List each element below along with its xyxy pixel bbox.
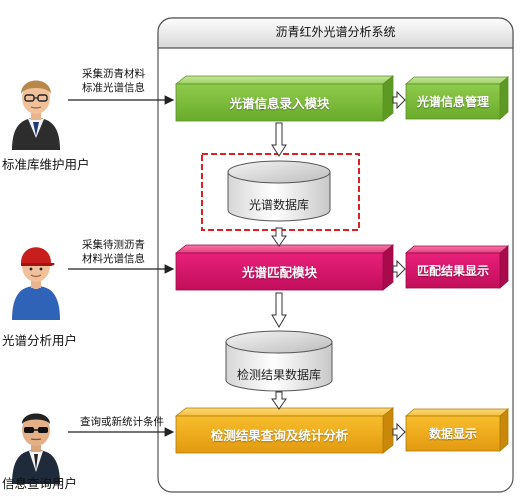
match-output-box bbox=[404, 245, 510, 289]
results-db-label: 检测结果数据库 bbox=[236, 368, 321, 382]
match-module-box bbox=[174, 244, 395, 291]
analyst-input-line1: 采集待测沥青 bbox=[82, 239, 145, 251]
spectrum-db-label: 光谱数据库 bbox=[248, 198, 309, 212]
analyst-input-line2: 材料光谱信息 bbox=[82, 253, 145, 265]
results-db-cylinder bbox=[225, 330, 333, 392]
maintainer-input-line2: 标准光谱信息 bbox=[82, 82, 145, 94]
spectrum-db-cylinder bbox=[227, 160, 331, 222]
match-to-results-arrow bbox=[271, 292, 287, 328]
user-analyst-icon bbox=[12, 247, 60, 320]
data-output-box bbox=[404, 408, 510, 452]
query-input-label: 查询或新统计条件 bbox=[80, 416, 164, 428]
user-query-icon bbox=[12, 413, 60, 484]
query-module-box bbox=[174, 407, 395, 454]
entry-module-label: 光谱信息录入模块 bbox=[229, 96, 330, 111]
query-module-label: 检测结果查询及统计分析 bbox=[210, 428, 349, 443]
maintainer-input-line1: 采集沥青材料 bbox=[82, 68, 145, 80]
manage-output-box bbox=[404, 76, 510, 120]
results-to-query-arrow bbox=[271, 391, 287, 410]
match-to-display-arrow bbox=[392, 259, 406, 279]
user-query-label: 信息查询用户 bbox=[2, 476, 78, 491]
db-to-match-arrow bbox=[271, 227, 287, 247]
manage-output-label: 光谱信息管理 bbox=[416, 95, 489, 109]
user-analyst-label: 光谱分析用户 bbox=[2, 333, 78, 348]
match-module-label: 光谱匹配模块 bbox=[241, 265, 317, 280]
match-output-label: 匹配结果显示 bbox=[416, 264, 489, 278]
user-maintainer-label: 标准库维护用户 bbox=[2, 157, 90, 172]
entry-to-db-arrow bbox=[271, 122, 287, 157]
system-title: 沥青红外光谱分析系统 bbox=[275, 25, 396, 39]
entry-module-box bbox=[174, 75, 395, 122]
user-maintainer-icon bbox=[12, 80, 60, 150]
entry-to-manage-arrow bbox=[392, 90, 406, 110]
data-output-label: 数据显示 bbox=[428, 427, 477, 441]
query-to-display-arrow bbox=[392, 422, 406, 442]
